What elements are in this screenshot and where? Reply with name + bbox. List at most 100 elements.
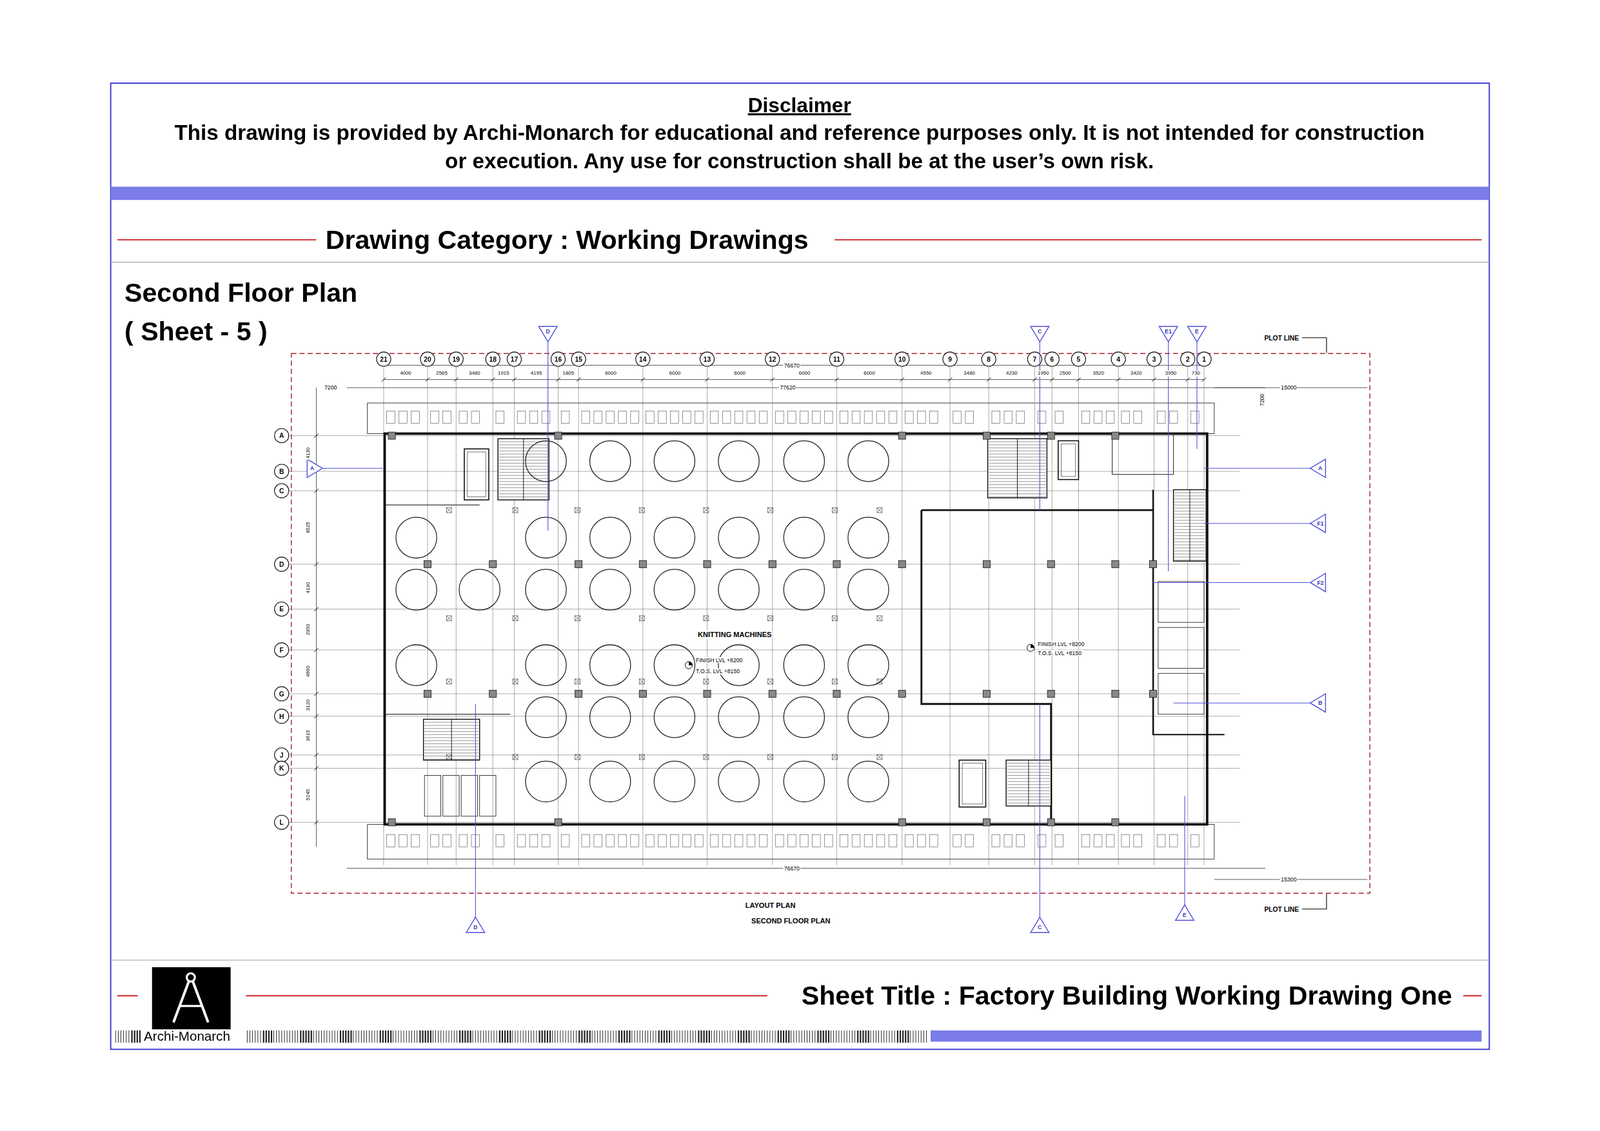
cutout-cross [446,507,452,513]
knitting-machine [783,441,825,482]
cutout-box [446,615,452,622]
knitting-machine [848,697,889,738]
partition-wall [1153,489,1225,735]
stair-block [1173,489,1207,562]
cutout-box [768,615,774,622]
barcode-bar [610,1030,613,1043]
stair-divider [523,438,524,500]
barcode-bar [880,1030,883,1043]
structural-column [423,560,431,568]
dimension: 6000 [668,370,682,377]
window-unit [646,411,655,424]
barcode-bar [601,1030,604,1043]
barcode-bar [363,1030,366,1043]
sheet-number: ( Sheet - 5 ) [124,317,268,347]
barcode-bar [763,1030,766,1043]
barcode-bar [291,1030,294,1043]
barcode-bar [410,1030,413,1043]
dimension-tick [314,433,318,438]
barcode-bar [499,1030,501,1043]
structural-column [1047,560,1055,568]
grid-number: 4 [1116,355,1121,363]
section-line [321,468,383,469]
structural-column [768,690,776,698]
blue-band [110,187,1490,201]
cutout-box [703,679,709,685]
knitting-machine [653,517,695,558]
dimension-tick [314,820,318,825]
barcode-bar [912,1030,915,1043]
section-mark: D [546,328,551,335]
grid-number: 14 [639,355,647,363]
dimension-tick [314,606,318,611]
sheet-title: Sheet Title : Factory Building Working D… [800,981,1453,1011]
window-unit [864,834,873,847]
barcode-bar [766,1030,769,1043]
cutout-cross [512,754,518,760]
level-symbol [1030,644,1035,649]
barcode-bar [524,1030,527,1043]
window-unit [788,834,797,847]
section-marker [1310,693,1326,712]
barcode-bar [621,1030,623,1043]
grid-line [455,366,457,866]
barcode-bar [808,1030,811,1043]
knitting-machine [590,697,631,738]
window-unit [529,834,538,847]
disclaimer-text: This drawing is provided by Archi-Monarc… [164,118,1435,177]
cutout-cross [639,615,645,622]
grid-line [288,822,1241,823]
grid-bubble [1196,352,1212,367]
barcode-bar [413,1030,416,1043]
stair-block [423,719,480,761]
window-unit [775,411,785,424]
barcode-bar [270,1030,273,1043]
grid-number: 8 [986,355,991,363]
barcode [115,1030,927,1043]
barcode-bar [559,1030,562,1043]
dimension: 4660 [305,664,311,679]
dimension: 8525 [305,521,311,535]
cutout-box [877,507,883,513]
knitting-machine [718,441,760,482]
barcode-bar [551,1030,554,1043]
barcode-bar [840,1030,843,1043]
structural-column [898,690,906,698]
plan-geometry [274,352,1368,880]
knitting-machine [590,441,631,482]
barcode-bar [336,1030,339,1043]
window-unit [411,834,420,847]
barcode-bar [828,1030,830,1043]
structural-column [1111,690,1119,698]
barcode-bar [572,1030,575,1043]
sheet-frame [110,83,1490,1050]
barcode-bar [400,1030,403,1043]
window-unit [888,411,898,424]
grid-letter: A [279,432,284,440]
barcode-bar [888,1030,891,1043]
grid-letter: D [279,560,284,568]
barcode-bar [302,1030,304,1043]
barcode-bar [474,1030,477,1043]
barcode-bar [430,1030,432,1043]
section-mark: F2 [1316,579,1324,587]
barcode-bar [641,1030,644,1043]
window-unit [888,834,898,847]
dimension-tick [314,714,318,719]
window-unit [386,411,396,424]
section-mark: E1 [1164,328,1172,335]
knitting-machine [590,569,631,611]
dimension-tick [490,377,495,382]
grid-bubble [274,602,289,617]
cutout-box [512,679,518,685]
dimension: 5245 [305,788,311,802]
barcode-bar [125,1030,128,1043]
window-unit [1106,411,1115,424]
window-unit [1106,834,1115,847]
barcode-bar [668,1030,671,1043]
structural-column [1111,560,1119,568]
lift-shaft [464,448,489,500]
grid-bubble [274,815,289,830]
cutout-cross [639,679,645,685]
window-unit [541,834,551,847]
